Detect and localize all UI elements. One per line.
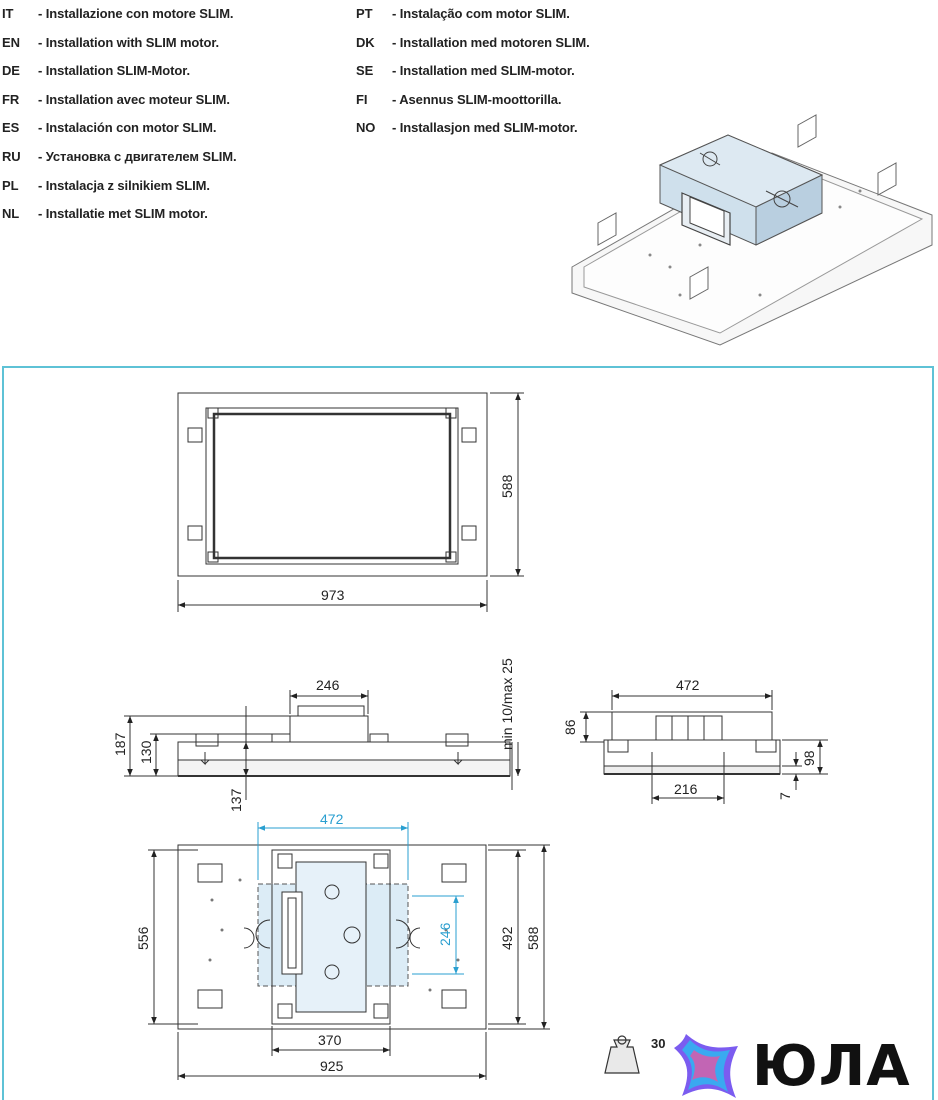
lang-text: Instalación con motor SLIM.	[45, 120, 217, 136]
separator: -	[38, 120, 43, 136]
watermark-logo-icon	[674, 1034, 738, 1098]
separator: -	[392, 6, 397, 21]
lang-row: DE - Installation SLIM-Motor.	[2, 57, 237, 86]
lang-text: Installation med motoren SLIM.	[399, 34, 590, 50]
dim-top-height: 588	[499, 474, 515, 498]
weight-value: 30	[651, 1036, 666, 1051]
top-view	[177, 392, 524, 612]
lang-text: Installation SLIM-Motor.	[45, 63, 190, 79]
lang-code: PL	[2, 177, 19, 193]
dim-side-gap: min 10/max 25	[499, 658, 515, 750]
lang-row: FR - Installation avec moteur SLIM.	[2, 86, 237, 115]
dim-plan-inner-width: 370	[318, 1032, 342, 1048]
lang-code: SE	[356, 63, 374, 79]
dim-plan-height-inner: 492	[499, 926, 515, 950]
separator: -	[392, 120, 397, 136]
lang-row: DK - Installation med motoren SLIM.	[356, 29, 590, 58]
lang-code: FI	[356, 91, 368, 107]
separator: -	[392, 91, 397, 107]
separator: -	[38, 63, 43, 79]
separator: -	[392, 63, 397, 79]
lang-code: NO	[356, 120, 376, 136]
lang-code: IT	[2, 6, 14, 21]
dim-front-small: 7	[777, 792, 793, 800]
lang-text: Instalação com motor SLIM.	[399, 6, 570, 21]
lang-code: PT	[356, 6, 373, 21]
lang-row: SE - Installation med SLIM-motor.	[356, 57, 590, 86]
isometric-hood-illustration	[571, 114, 933, 346]
lang-text: Installazione con motore SLIM.	[45, 6, 234, 21]
lang-row: PT - Instalação com motor SLIM.	[356, 0, 590, 29]
separator: -	[38, 91, 43, 107]
dim-plan-height-left: 556	[135, 926, 151, 950]
plan-view	[148, 844, 550, 1080]
lang-row: RU - Установка с двигателем SLIM.	[2, 143, 237, 172]
lang-row: EN - Installation with SLIM motor.	[2, 29, 237, 58]
lang-text: Installation med SLIM-motor.	[399, 63, 575, 79]
side-view	[124, 690, 521, 800]
dim-plan-motor-depth: 246	[437, 922, 453, 946]
separator: -	[392, 34, 397, 50]
dim-side-motor-width: 246	[316, 677, 340, 693]
lang-text: Installasjon med SLIM-motor.	[399, 120, 578, 136]
dim-front-width: 472	[676, 677, 700, 693]
lang-row: IT - Installazione con motore SLIM.	[2, 0, 237, 29]
dim-side-depth: 137	[228, 788, 244, 812]
lang-code: DK	[356, 34, 375, 50]
lang-text: Установка с двигателем SLIM.	[45, 148, 237, 164]
separator: -	[38, 206, 43, 222]
dim-plan-height-outer: 588	[525, 926, 541, 950]
lang-text: Installatie met SLIM motor.	[45, 206, 208, 222]
dim-plan-outer-width: 925	[320, 1058, 344, 1074]
lang-text: Installation avec moteur SLIM.	[45, 91, 230, 107]
lang-code: DE	[2, 63, 20, 79]
separator: -	[38, 177, 43, 193]
lang-row: PL - Instalacja z silnikiem SLIM.	[2, 172, 237, 201]
lang-row: ES - Instalación con motor SLIM.	[2, 114, 237, 143]
lang-row: NO- Installasjon med SLIM-motor.	[356, 114, 590, 143]
lang-text: Installation with SLIM motor.	[45, 34, 220, 50]
dim-front-height-motor: 86	[562, 719, 578, 735]
lang-row: NL - Installatie met SLIM motor.	[2, 200, 237, 229]
separator: -	[38, 148, 43, 164]
dim-front-bottom: 216	[674, 781, 698, 797]
lang-text: Instalacja z silnikiem SLIM.	[45, 177, 210, 193]
plan-motor-dims	[257, 822, 464, 975]
weight-icon	[604, 1035, 640, 1074]
dim-top-width: 973	[321, 587, 345, 603]
watermark-text: ЮЛА	[752, 1034, 911, 1099]
dim-plan-motor-width: 472	[320, 811, 344, 827]
language-list-right: PT - Instalação com motor SLIM. DK - Insta…	[356, 0, 590, 143]
dim-side-height-total: 187	[112, 732, 128, 756]
front-view	[580, 690, 828, 804]
lang-code: NL	[2, 206, 20, 222]
dim-side-height-body: 130	[138, 740, 154, 764]
lang-code: FR	[2, 91, 20, 107]
separator: -	[38, 6, 43, 21]
dim-front-height-total: 98	[801, 750, 817, 766]
lang-code: ES	[2, 120, 20, 136]
lang-code: RU	[2, 148, 21, 164]
lang-text: Asennus SLIM-moottorilla.	[399, 91, 562, 107]
language-list-left: IT - Installazione con motore SLIM. EN - I…	[2, 0, 237, 229]
lang-row: FI - Asennus SLIM-moottorilla.	[356, 86, 590, 115]
lang-code: EN	[2, 34, 20, 50]
technical-drawing-panel	[2, 366, 934, 1100]
separator: -	[38, 34, 43, 50]
